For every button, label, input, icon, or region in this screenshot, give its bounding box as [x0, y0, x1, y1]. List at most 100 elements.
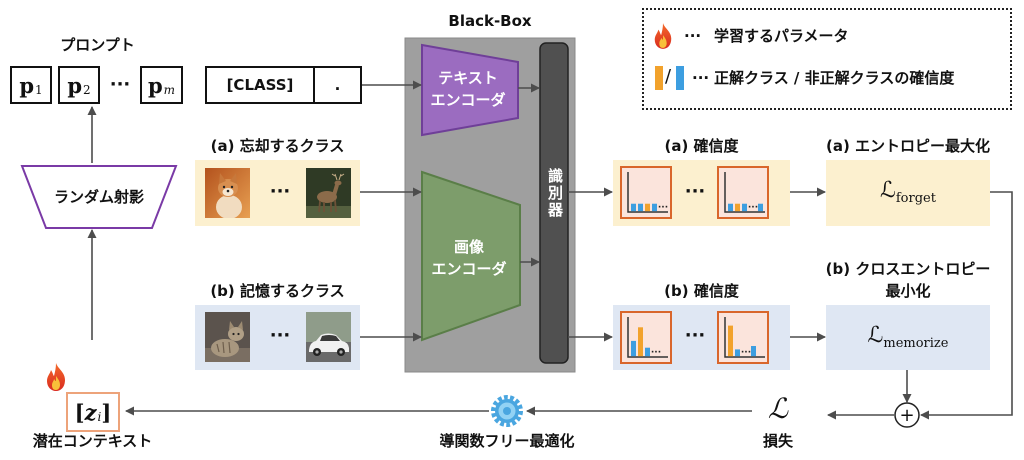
- correct-class-bar: [645, 203, 650, 212]
- chart-ellipsis: ···: [658, 203, 668, 213]
- forget-confidence-chart: ···: [717, 166, 769, 219]
- prompt-token-sub: m: [163, 83, 176, 97]
- prompt-token-base: p: [67, 72, 83, 98]
- legend-confidence-ellipsis: ···: [692, 69, 710, 87]
- image-encoder-shape: [421, 170, 521, 342]
- chart-ellipsis: ···: [651, 348, 661, 358]
- loss-subscript: forget: [895, 191, 936, 206]
- class-token-box: [CLASS]: [205, 66, 315, 104]
- total-loss-symbol: ℒ: [767, 392, 789, 425]
- period-token-box: .: [313, 66, 362, 104]
- fire-icon: [47, 363, 65, 391]
- non-correct-class-bar: [645, 347, 650, 357]
- prompt-label: プロンプト: [60, 36, 135, 54]
- classifier-label: 識別器: [546, 168, 564, 219]
- loss-subscript: memorize: [883, 336, 949, 351]
- forget-confidence-ellipsis: ···: [684, 181, 706, 202]
- prompt-token-base: p: [19, 72, 35, 98]
- legend-confidence-text: 正解クラス / 非正解クラスの確信度: [714, 69, 955, 87]
- arrow-forget-loss-to-sum: [920, 191, 1013, 420]
- forget-class-image-deer: [306, 168, 351, 218]
- latent-bracket-open: [: [74, 399, 85, 425]
- latent-bracket-close: ]: [101, 399, 112, 425]
- non-correct-class-bar: [728, 203, 733, 212]
- random-projection-shape: [20, 165, 178, 229]
- chart-axes: [627, 317, 668, 358]
- latent-subscript: i: [97, 410, 102, 424]
- legend-non-correct-swatch: [676, 66, 684, 90]
- image-encoder-line1: 画像: [453, 238, 484, 256]
- non-correct-class-bar: [631, 203, 636, 212]
- forget-loss-panel: [826, 160, 990, 226]
- memorize-loss-label-line2: 最小化: [885, 282, 931, 300]
- chart-ellipsis: ···: [748, 203, 758, 213]
- memorize-loss-panel: [826, 305, 990, 370]
- non-correct-class-bar: [742, 203, 747, 212]
- forget-loss-label: (a) エントロピー最大化: [825, 137, 991, 155]
- memorize-class-image-car: [306, 312, 351, 362]
- non-correct-class-bar: [758, 203, 763, 212]
- latent-base: z: [84, 399, 97, 425]
- memorize-loss-formula: ℒmemorize: [826, 323, 990, 352]
- sum-node: [894, 402, 920, 428]
- chart-ellipsis: ···: [741, 348, 751, 358]
- memorize-confidence-ellipsis: ···: [684, 325, 706, 346]
- prompt-token-sub: 2: [83, 83, 91, 97]
- legend-box: [642, 8, 1012, 110]
- prompt-token-base: p: [147, 72, 163, 98]
- forget-classes-label: (a) 忘却するクラス: [210, 137, 345, 155]
- loss-symbol: ℒ: [880, 178, 896, 203]
- memorize-classes-label: (b) 記憶するクラス: [210, 282, 345, 300]
- forget-loss-formula: ℒforget: [826, 178, 990, 207]
- blackbox-label: Black-Box: [448, 12, 532, 30]
- total-loss-label: 損失: [762, 432, 793, 450]
- memorize-confidence-chart: ···: [717, 311, 769, 364]
- memorize-confidence-label: (b) 確信度: [664, 282, 739, 300]
- random-projection-label: ランダム射影: [53, 188, 144, 206]
- correct-class-bar: [728, 325, 733, 357]
- fire-icon: [654, 23, 672, 49]
- forget-images-ellipsis: ···: [269, 181, 291, 202]
- prompt-token-sub: 1: [35, 83, 43, 97]
- forget-class-image-dog: [205, 168, 250, 218]
- legend-learnable-ellipsis: ···: [684, 27, 702, 45]
- text-encoder-shape: [421, 43, 519, 137]
- text-encoder-line2: エンコーダ: [430, 91, 506, 109]
- legend-correct-swatch: [655, 66, 663, 90]
- classifier-shape: [539, 42, 569, 364]
- text-encoder-line1: テキスト: [438, 69, 498, 87]
- legend-learnable-text: 学習するパラメータ: [714, 27, 849, 45]
- non-correct-class-bar: [735, 349, 740, 357]
- correct-class-bar: [735, 203, 740, 212]
- non-correct-class-bar: [751, 346, 756, 357]
- chart-axes: [724, 172, 765, 213]
- prompt-ellipsis: ···: [109, 74, 131, 95]
- text-encoder-label: テキスト エンコーダ: [422, 67, 514, 111]
- memorize-confidence-chart: ···: [620, 311, 672, 364]
- optimizer-label: 導関数フリー最適化: [439, 432, 575, 450]
- non-correct-class-bar: [652, 203, 657, 212]
- forget-confidence-label: (a) 確信度: [664, 137, 739, 155]
- chart-background: [717, 311, 769, 364]
- memorize-images-ellipsis: ···: [269, 325, 291, 346]
- chart-axes: [627, 172, 668, 213]
- memorize-loss-label-line1: (b) クロスエントロピー: [825, 260, 991, 278]
- latent-context-label: 潜在コンテキスト: [32, 432, 153, 450]
- forget-confidence-chart: ···: [620, 166, 672, 219]
- chart-axes: [724, 317, 765, 358]
- loss-symbol: ℒ: [867, 323, 884, 348]
- chart-background: [620, 166, 672, 219]
- correct-class-bar: [638, 327, 643, 357]
- gear-icon: [491, 395, 523, 427]
- image-encoder-label: 画像 エンコーダ: [422, 236, 516, 280]
- sum-symbol: +: [899, 405, 914, 426]
- memorize-class-image-cat: [205, 312, 250, 362]
- legend-swatch-separator: /: [665, 66, 672, 87]
- image-encoder-line2: エンコーダ: [431, 260, 507, 278]
- non-correct-class-bar: [638, 203, 643, 212]
